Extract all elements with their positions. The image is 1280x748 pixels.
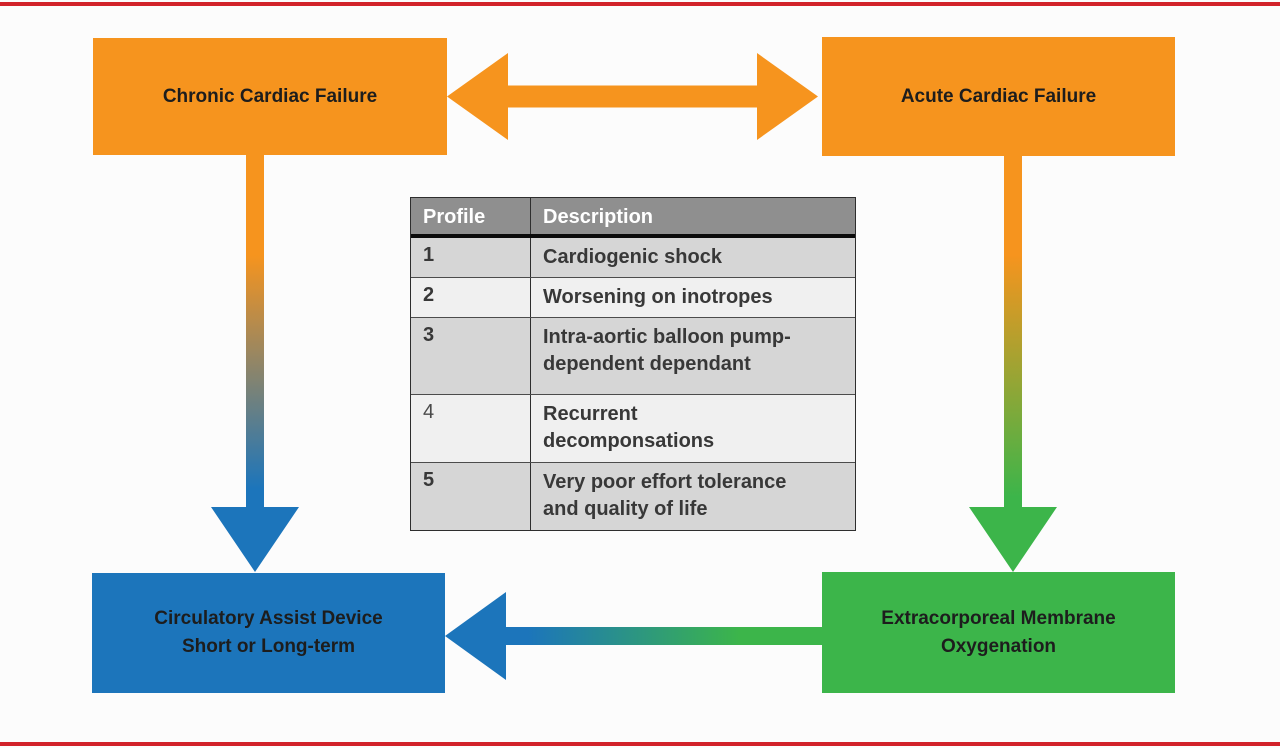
arrow-acute-to-ecmo-shape — [969, 155, 1057, 572]
node-chronic-cardiac-failure: Chronic Cardiac Failure — [93, 38, 447, 155]
arrow-chronic-to-assist — [211, 155, 299, 572]
cell-description: Cardiogenic shock — [543, 246, 722, 268]
cell-profile: 1 — [411, 238, 531, 277]
arrow-ecmo-to-assist-shape — [445, 592, 823, 680]
table-row: 1 Cardiogenic shock — [411, 238, 855, 277]
node-acute-cardiac-failure: Acute Cardiac Failure — [822, 37, 1175, 156]
table-header-row: Profile Description — [411, 198, 855, 238]
node-circulatory-assist-device: Circulatory Assist Device Short or Long-… — [92, 573, 445, 693]
cell-profile: 4 — [411, 395, 531, 462]
top-border-rule — [0, 2, 1280, 6]
cell-description: Worsening on inotropes — [543, 286, 773, 308]
double-arrow-shape — [447, 53, 818, 140]
table-header-profile: Profile — [411, 198, 531, 234]
cell-description: Recurrent decomponsations — [543, 403, 715, 452]
node-ecmo: Extracorporeal Membrane Oxygenation — [822, 572, 1175, 693]
table-body: 1 Cardiogenic shock 2 Worsening on inotrope… — [411, 238, 855, 530]
cell-profile: 2 — [411, 278, 531, 317]
bottom-border-rule — [0, 742, 1280, 746]
table-row: 2 Worsening on inotropes — [411, 277, 855, 317]
cell-profile: 5 — [411, 463, 531, 530]
cell-profile: 3 — [411, 318, 531, 394]
arrow-ecmo-to-assist — [445, 592, 823, 680]
double-arrow-chronic-acute — [447, 53, 818, 140]
arrow-chronic-to-assist-shape — [211, 155, 299, 572]
table-header-description: Description — [543, 206, 654, 228]
cell-description: Intra-aortic balloon pump- dependent dep… — [543, 326, 791, 375]
cell-description: Very poor effort tolerance and quality o… — [543, 471, 787, 520]
arrow-acute-to-ecmo — [969, 155, 1057, 572]
